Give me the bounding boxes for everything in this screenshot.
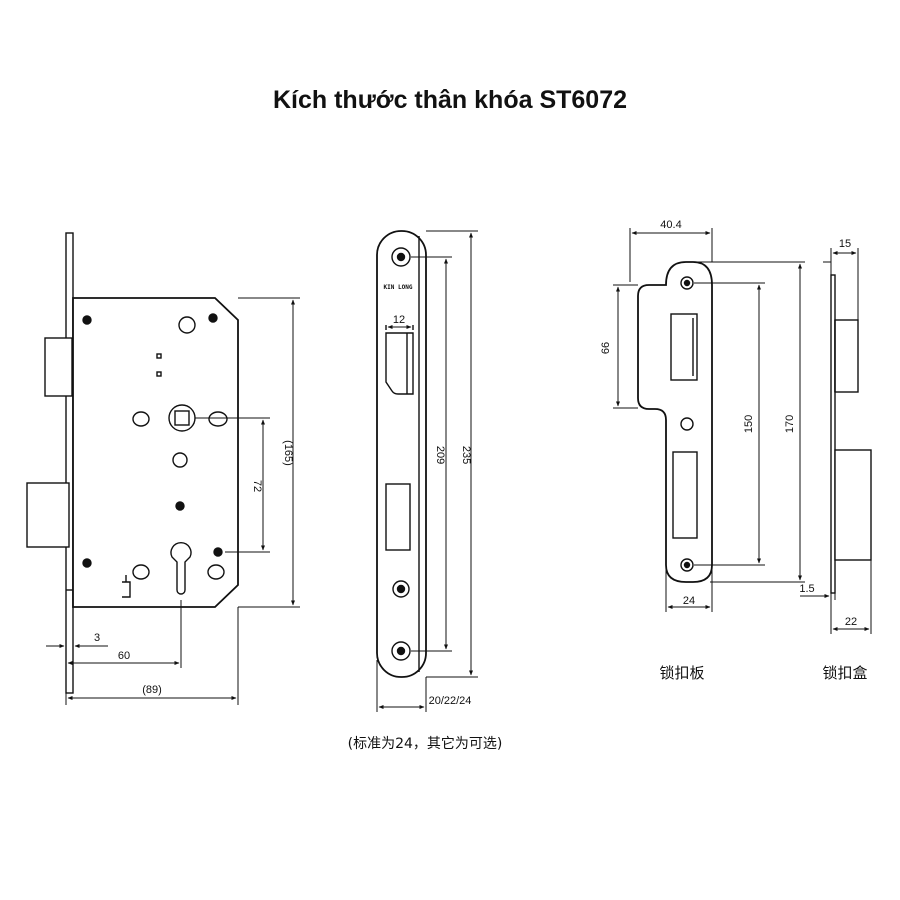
strike-screw-icon [680, 558, 694, 572]
faceplate-screw-icon [396, 584, 406, 594]
dim-label-209: 209 [434, 446, 446, 464]
dim-label-235: 235 [460, 446, 472, 464]
deadbolt-opening [385, 483, 411, 551]
cylinder-cutout-icon [170, 541, 192, 595]
lock-forend-plate [65, 232, 74, 694]
strike-screw-icon [683, 279, 691, 287]
strike-screw-icon [683, 561, 691, 569]
mounting-hole-icon [178, 316, 196, 334]
faceplate-drawing [376, 230, 427, 678]
case-screw-icon [82, 558, 92, 568]
latch-opening [385, 332, 414, 395]
page-title: Kích thước thân khóa ST6072 [272, 86, 628, 114]
dim-label-20-22-24: 20/22/24 [429, 695, 472, 707]
dim-label-15: 15 [839, 238, 851, 250]
mounting-hole-icon [207, 564, 225, 580]
strike-plate-outline [637, 261, 713, 583]
dim-label-150: 150 [743, 415, 755, 433]
faceplate-screw-icon [392, 580, 410, 598]
strike-box-dimensions [800, 248, 872, 634]
faceplate-engraving: KIN LONG [384, 284, 413, 291]
dim-label-89: (89) [142, 684, 162, 696]
case-screw-icon [208, 313, 218, 323]
lock-body-drawing [26, 232, 239, 694]
dim-label-72: 72 [251, 480, 263, 492]
case-screw-icon [175, 501, 185, 511]
case-screw-icon [82, 315, 92, 325]
faceplate-screw-icon [391, 247, 411, 267]
strike-bolt-opening [672, 451, 698, 539]
strike-plate-dimensions [613, 228, 805, 612]
mounting-hole-icon [132, 564, 150, 580]
strike-plate-caption: 锁扣板 [659, 664, 704, 682]
mounting-hole-icon [172, 452, 188, 468]
dim-label-165: (165) [282, 440, 294, 466]
spindle-square-icon [174, 410, 190, 426]
dim-label-40-4: 40.4 [660, 219, 681, 231]
strike-latch-opening [670, 313, 698, 381]
strike-screw-icon [680, 276, 694, 290]
dim-label-1-5: 1.5 [799, 583, 814, 595]
mounting-hole-icon [208, 411, 228, 427]
strike-screw-icon [680, 417, 694, 431]
faceplate-screw-icon [396, 646, 406, 656]
case-screw-icon [213, 547, 223, 557]
lock-body-dimensions [46, 297, 300, 705]
strike-box-bottom-pocket [834, 449, 872, 561]
lock-case [72, 297, 239, 608]
faceplate-note: (标准为24，其它为可选) [348, 735, 503, 752]
dim-label-66: 66 [600, 342, 612, 354]
faceplate-dimensions [376, 230, 478, 712]
dead-bolt [26, 482, 70, 548]
dim-label-24: 24 [683, 595, 695, 607]
strike-box-caption: 锁扣盒 [822, 664, 867, 682]
mounting-hole-icon [132, 411, 150, 427]
strike-box-plate [830, 274, 836, 594]
dim-label-3: 3 [94, 632, 100, 644]
faceplate-outline [376, 230, 427, 678]
strike-box-top-pocket [834, 319, 859, 393]
dim-label-170: 170 [784, 415, 796, 433]
dim-label-60: 60 [118, 650, 130, 662]
faceplate-screw-icon [396, 252, 406, 262]
dim-label-22: 22 [845, 616, 857, 628]
dim-label-12: 12 [393, 314, 405, 326]
faceplate-screw-icon [391, 641, 411, 661]
strike-plate-drawing [637, 261, 713, 583]
strike-box-drawing [830, 274, 872, 594]
